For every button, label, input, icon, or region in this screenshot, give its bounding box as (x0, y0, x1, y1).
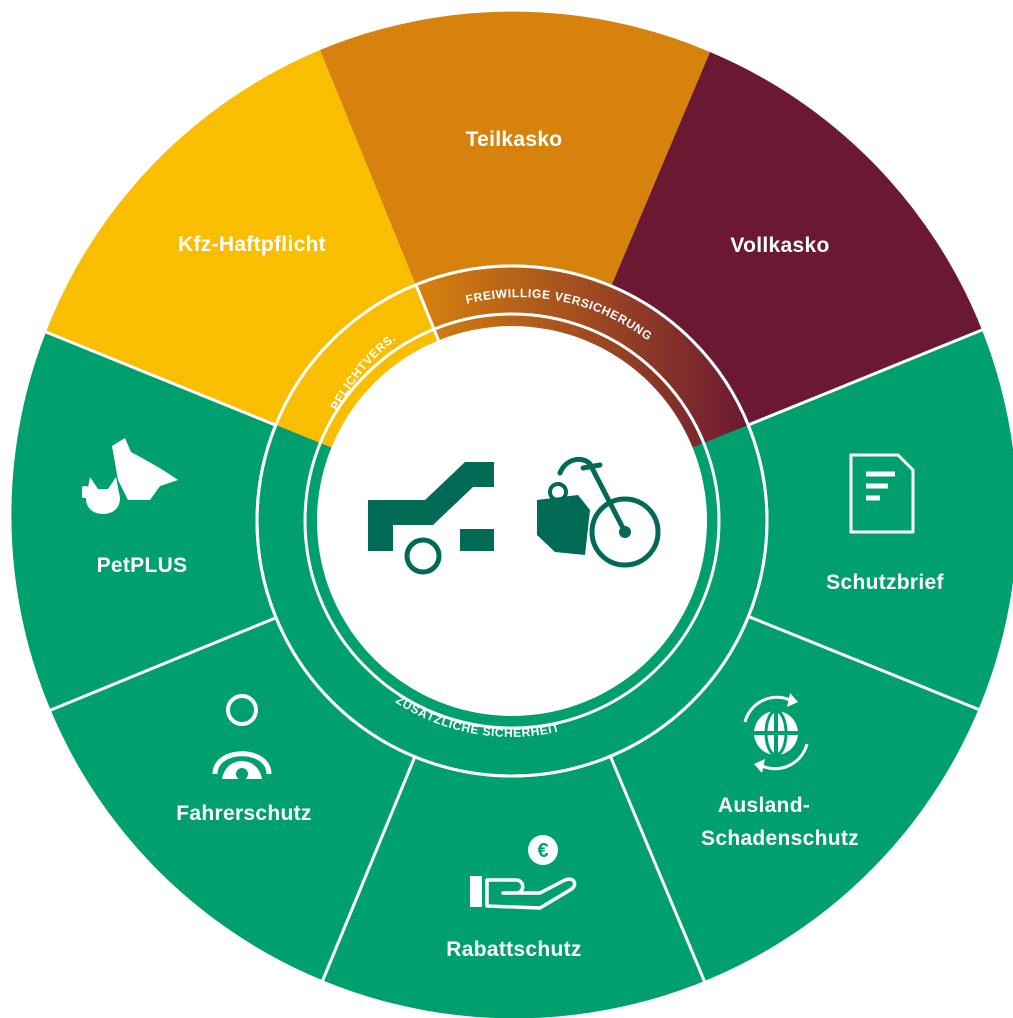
center-circle-outline (303, 312, 721, 730)
inner-ring-outline (255, 264, 769, 778)
center-circle (317, 326, 707, 716)
pet-icon (82, 438, 178, 514)
label-ausland-1: Ausland- (718, 794, 810, 817)
label-schutzbrief: Schutzbrief (826, 571, 944, 594)
label-vollkasko: Vollkasko (730, 234, 829, 257)
globe-refresh-icon (743, 693, 809, 773)
label-petplus: PetPLUS (97, 554, 188, 577)
label-kfz-haftpflicht: Kfz-Haftpflicht (178, 233, 326, 256)
document-icon (849, 453, 915, 534)
driver-icon (212, 694, 272, 780)
label-rabattschutz: Rabattschutz (446, 938, 581, 961)
inner-ring (255, 264, 769, 778)
motorcycle-icon (537, 456, 661, 568)
label-ausland-2: Schadenschutz (701, 827, 859, 850)
car-icon (368, 462, 494, 575)
svg-text:€: € (537, 840, 548, 862)
label-fahrerschutz: Fahrerschutz (176, 802, 311, 825)
euro-hand-icon: € (470, 835, 577, 910)
label-teilkasko: Teilkasko (466, 128, 563, 151)
